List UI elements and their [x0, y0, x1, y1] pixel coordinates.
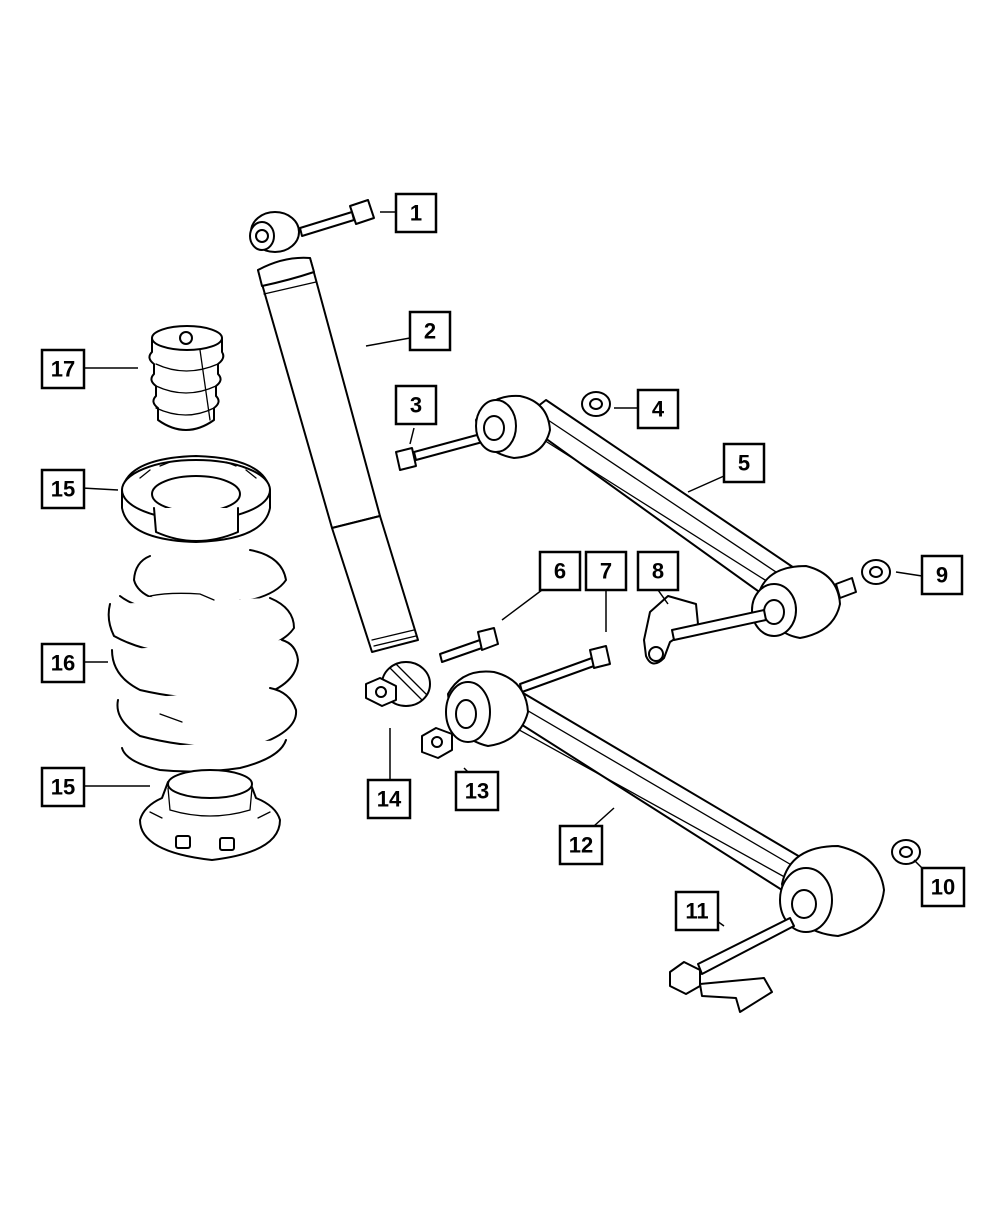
jounce-bumper: [148, 325, 225, 431]
coil-spring: [107, 549, 299, 773]
callout-label: 11: [685, 899, 708, 924]
callout-8: 8: [636, 550, 680, 592]
callout-3: 3: [394, 384, 438, 426]
upper-control-arm: [475, 394, 857, 639]
callout-label: 6: [554, 559, 566, 584]
lower-arm-bolt: [519, 645, 611, 693]
callout-label: 5: [738, 451, 750, 476]
upper-arm-bolt: [395, 431, 491, 471]
upper-arm-nut-front: [581, 391, 611, 417]
callout-label: 12: [569, 833, 593, 858]
lower-control-arm: [445, 670, 885, 937]
upper-shock-bolt: [299, 199, 375, 237]
callout-4: 4: [636, 388, 680, 430]
callout-label: 15: [51, 477, 75, 502]
callout-9: 9: [920, 554, 964, 596]
callout-15-lower: 15: [40, 766, 86, 808]
callout-13: 13: [454, 770, 500, 812]
callout-12: 12: [558, 824, 604, 866]
callout-label: 16: [51, 651, 75, 676]
cam-bolt-lower: [669, 917, 795, 1013]
callout-14: 14: [366, 778, 412, 820]
callout-label: 2: [424, 319, 436, 344]
callout-5: 5: [722, 442, 766, 484]
callout-label: 1: [410, 201, 422, 226]
shock-absorber: [249, 211, 431, 707]
callout-label: 3: [410, 393, 422, 418]
lower-shock-bolt: [439, 627, 499, 663]
callout-1: 1: [394, 192, 438, 234]
lower-shock-nut: [365, 677, 397, 707]
callout-label: 17: [51, 357, 75, 382]
cam-bracket-upper: [643, 595, 767, 665]
callout-label: 8: [652, 559, 664, 584]
callout-2: 2: [408, 310, 452, 352]
lower-arm-nut-front: [421, 727, 453, 759]
spring-isolator-lower: [139, 769, 281, 861]
callout-label: 9: [936, 563, 948, 588]
callout-label: 7: [600, 559, 612, 584]
callout-label: 13: [465, 779, 489, 804]
callout-label: 4: [652, 397, 665, 422]
callout-7: 7: [584, 550, 628, 592]
callout-11: 11: [674, 890, 720, 932]
lower-arm-nut-rear: [891, 839, 921, 865]
spring-isolator-upper: [121, 455, 271, 543]
callout-16: 16: [40, 642, 86, 684]
callout-10: 10: [920, 866, 966, 908]
callout-15-upper: 15: [40, 468, 86, 510]
callout-6: 6: [538, 550, 582, 592]
callout-label: 10: [931, 875, 955, 900]
upper-arm-nut-rear: [861, 559, 891, 585]
callout-17: 17: [40, 348, 86, 390]
callout-label: 14: [377, 787, 402, 812]
callout-label: 15: [51, 775, 75, 800]
